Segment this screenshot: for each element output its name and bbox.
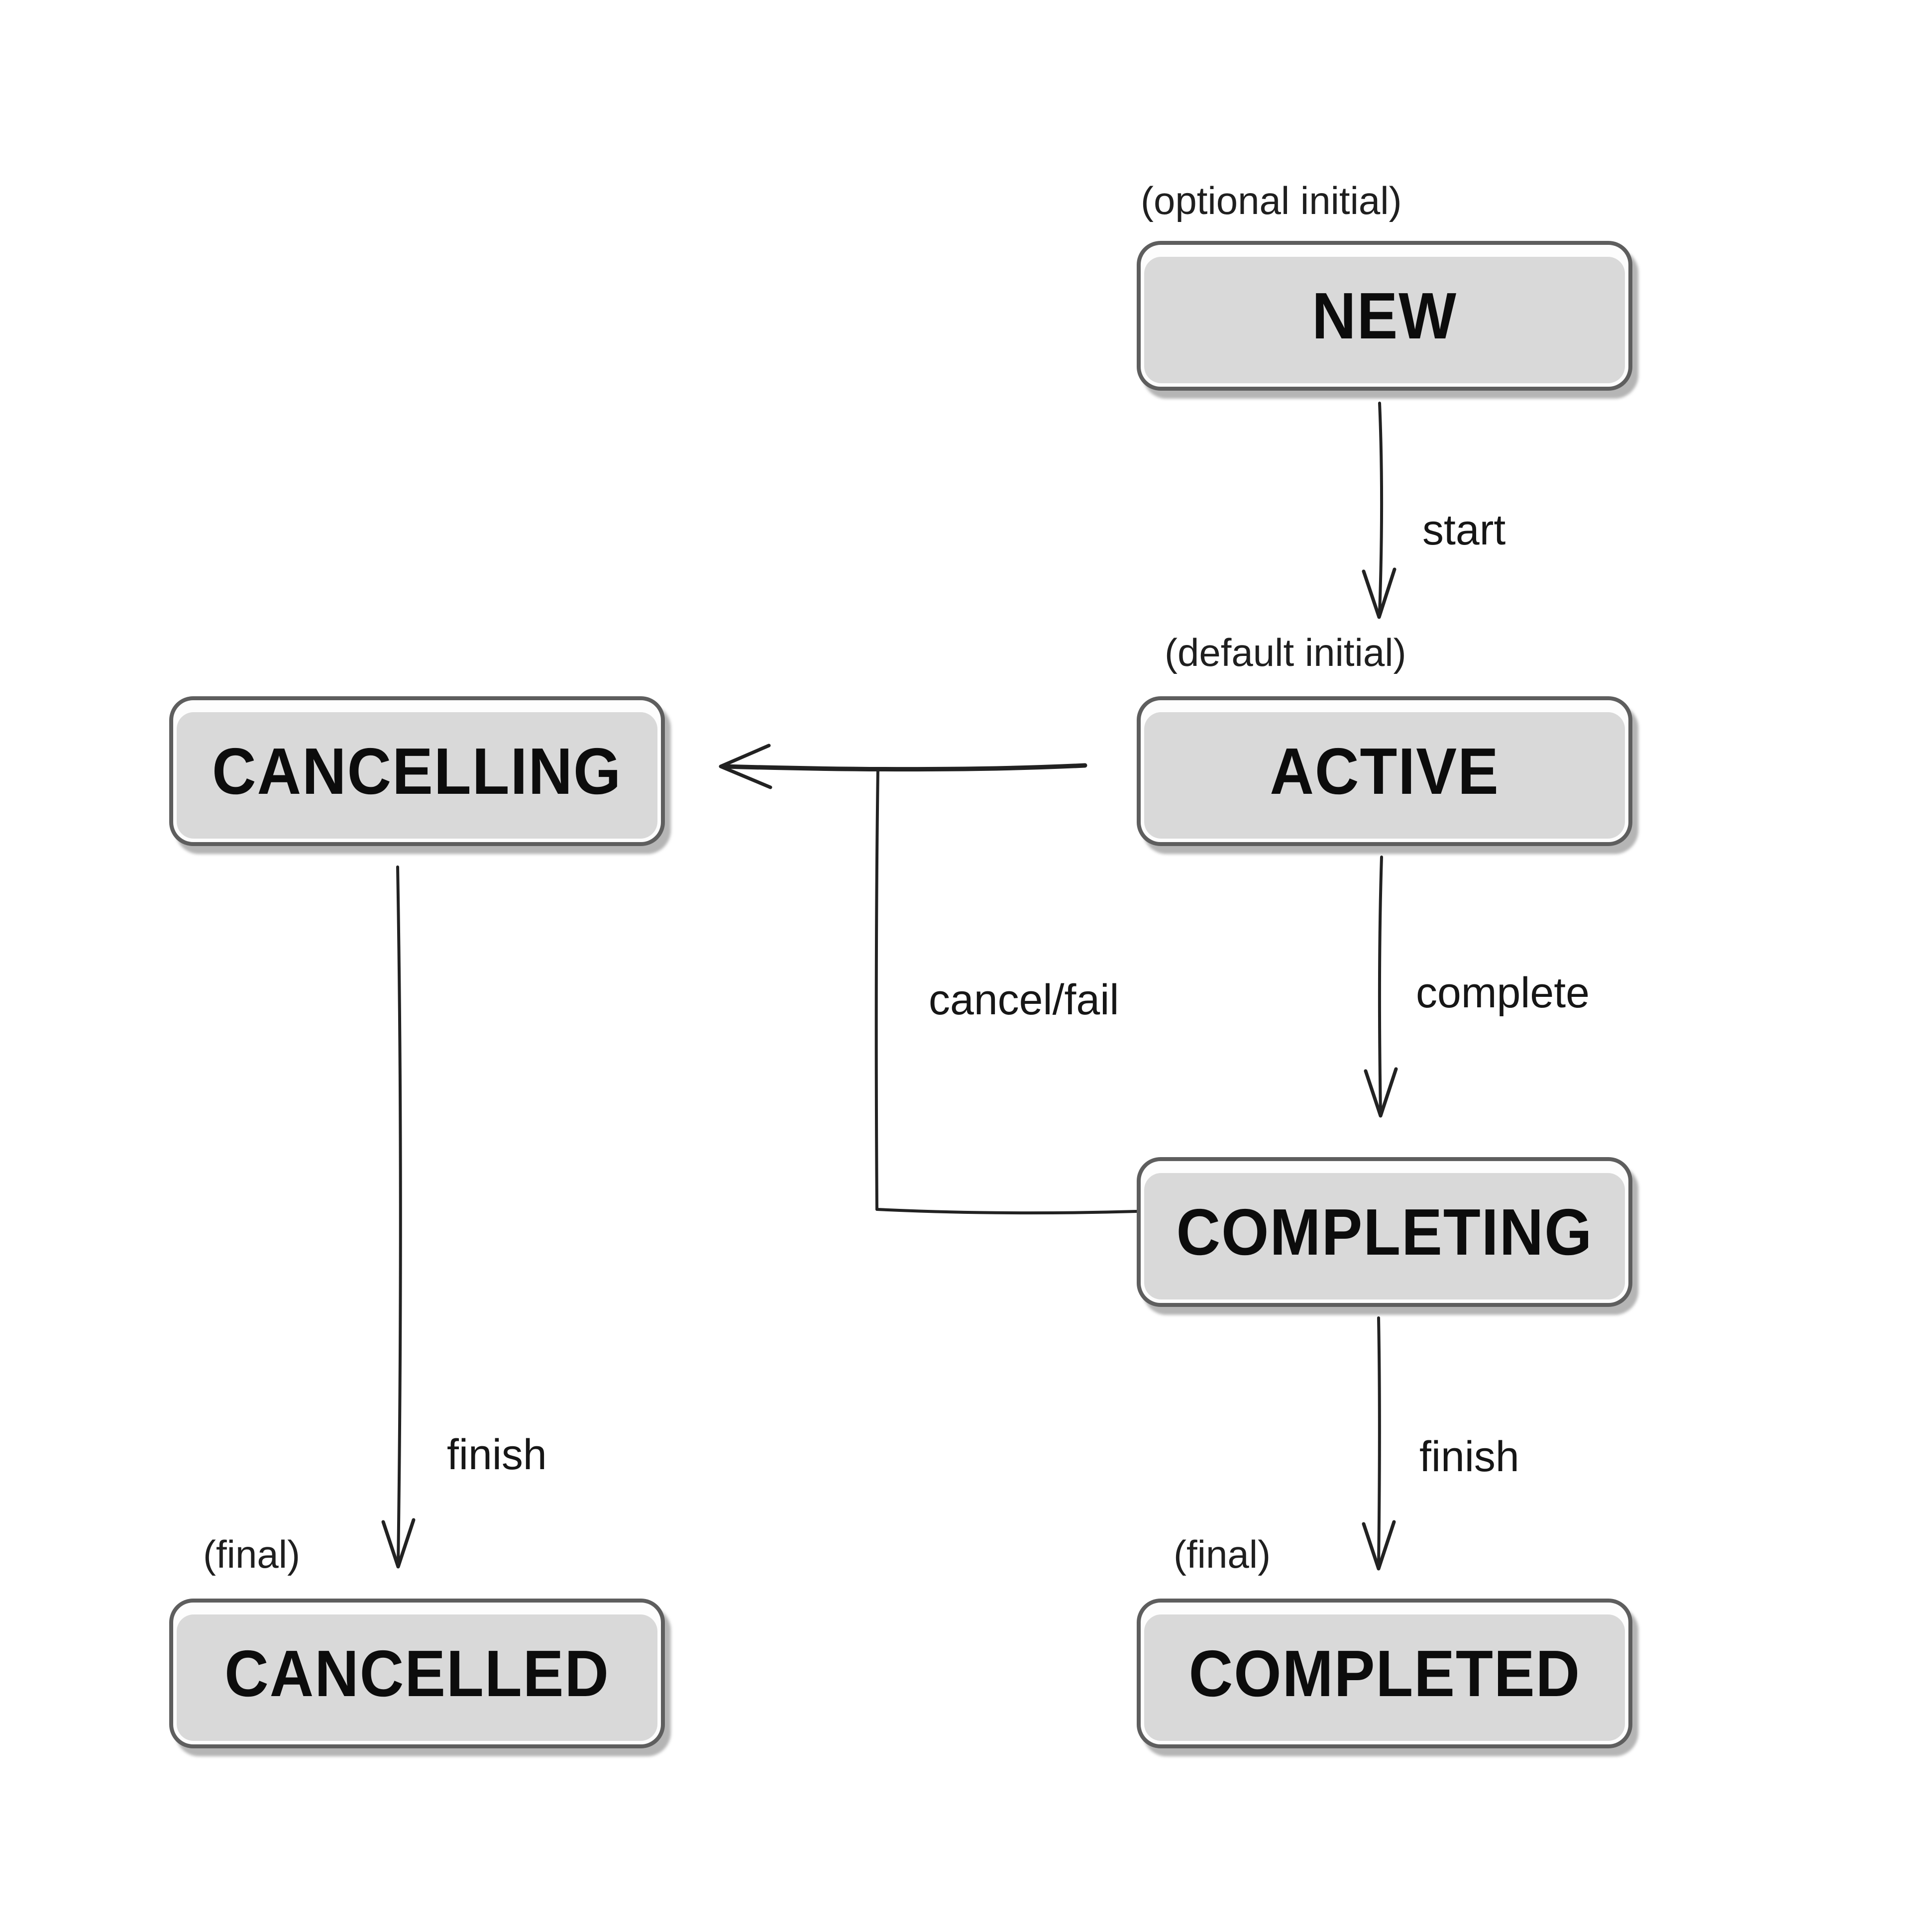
edge-cancel-fail-arrowhead-icon (719, 744, 772, 789)
edge-label-finish-left: finish (447, 1431, 547, 1479)
annotation-optional-initial: (optional initial) (1141, 179, 1402, 222)
edge-label-complete: complete (1416, 969, 1590, 1017)
state-label-cancelling: CANCELLING (212, 735, 622, 808)
state-label-active: ACTIVE (1270, 735, 1500, 808)
edge-label-cancel-fail: cancel/fail (929, 976, 1119, 1024)
state-node-cancelled: CANCELLED (169, 1599, 665, 1748)
state-label-completed: COMPLETED (1188, 1637, 1581, 1710)
edge-complete-line (1378, 856, 1383, 1114)
state-label-new: NEW (1312, 279, 1457, 352)
state-node-active: ACTIVE (1137, 696, 1632, 846)
state-node-completed: COMPLETED (1137, 1599, 1632, 1748)
state-node-new: NEW (1137, 241, 1632, 391)
edge-cancel-fail-connector-vertical (874, 767, 879, 1211)
state-label-cancelled: CANCELLED (224, 1637, 610, 1710)
state-label-completing: COMPLETING (1176, 1195, 1593, 1269)
edge-label-finish-right: finish (1419, 1433, 1519, 1481)
edge-finish-right-arrowhead-icon (1362, 1520, 1396, 1571)
edge-finish-left-line (396, 865, 402, 1565)
annotation-final-cancelled: (final) (203, 1532, 301, 1576)
state-node-completing: COMPLETING (1137, 1157, 1632, 1307)
edge-label-start: start (1422, 506, 1506, 554)
annotation-final-completed: (final) (1174, 1532, 1271, 1576)
edge-finish-right-line (1377, 1316, 1381, 1567)
edge-start-line (1378, 402, 1384, 615)
edge-cancel-fail-connector-horizontal (875, 1208, 1138, 1215)
edge-finish-left-arrowhead-icon (381, 1518, 416, 1569)
edge-start-arrowhead-icon (1362, 567, 1396, 619)
annotation-default-initial: (default initial) (1165, 631, 1406, 674)
edge-complete-arrowhead-icon (1364, 1067, 1398, 1118)
state-node-cancelling: CANCELLING (169, 696, 665, 846)
edge-cancel-fail-line (722, 763, 1087, 772)
